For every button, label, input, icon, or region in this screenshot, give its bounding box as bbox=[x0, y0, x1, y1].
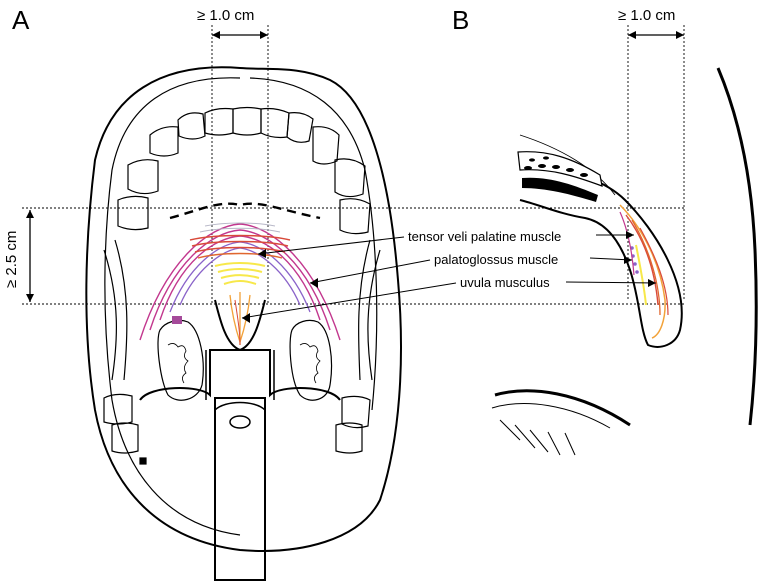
lower-teeth bbox=[103, 393, 371, 465]
callout-uvula-label: uvula musculus bbox=[460, 275, 550, 290]
panel-b-label: B bbox=[452, 5, 469, 35]
width-label-b: ≥ 1.0 cm bbox=[618, 7, 675, 24]
callout-palatoglossus: palatoglossus muscle bbox=[309, 252, 633, 288]
sagittal-soft-palate bbox=[517, 134, 683, 348]
width-dimension-a: ≥ 1.0 cm bbox=[197, 7, 269, 305]
height-dimension-a: ≥ 2.5 cm bbox=[3, 207, 686, 305]
width-dimension-b: ≥ 1.0 cm bbox=[618, 7, 685, 300]
height-label-a: ≥ 2.5 cm bbox=[3, 231, 20, 288]
palatal-muscles bbox=[139, 222, 341, 346]
soft-palate-boundary bbox=[169, 202, 321, 220]
callout-uvula: uvula musculus bbox=[241, 275, 657, 323]
open-mouth-outline bbox=[85, 66, 402, 552]
panel-a-label: A bbox=[12, 5, 30, 35]
width-label-a: ≥ 1.0 cm bbox=[197, 7, 254, 24]
callout-palatoglossus-label: palatoglossus muscle bbox=[434, 252, 558, 267]
tongue-and-depressor bbox=[139, 349, 341, 581]
marker-square bbox=[172, 316, 182, 324]
callout-tensor: tensor veli palatine muscle bbox=[257, 229, 634, 258]
upper-teeth bbox=[117, 106, 371, 235]
callout-tensor-label: tensor veli palatine muscle bbox=[408, 229, 561, 244]
face-profile bbox=[491, 67, 758, 456]
